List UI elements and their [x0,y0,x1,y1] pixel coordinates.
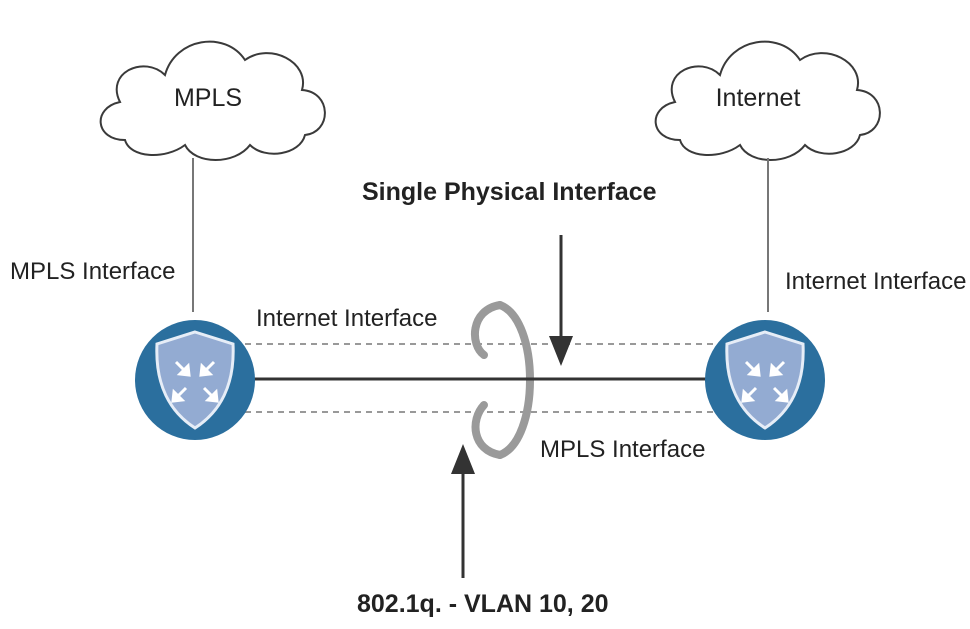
dot1q-vlan-label: 802.1q. - VLAN 10, 20 [357,590,609,618]
router-arrows-icon [171,360,219,403]
trunk-ring-front [470,301,504,459]
internet-cloud-icon [654,40,881,161]
mpls-cloud-label: MPLS [173,84,243,112]
shield-icon [725,330,805,430]
internet-logical-link-label: Internet Interface [256,305,438,332]
router-arrows-icon [741,360,789,403]
single-physical-arrowhead [549,336,573,366]
mpls-cloud-icon [99,40,326,161]
internet-uplink-label: Internet Interface [785,268,967,295]
internet-cloud-label: Internet [715,84,801,112]
dot1q-arrowhead [451,444,475,474]
mpls-logical-link-label: MPLS Interface [540,436,706,463]
single-physical-interface-label: Single Physical Interface [362,178,657,206]
mpls-uplink-label: MPLS Interface [10,258,176,285]
shield-icon [155,330,235,430]
right-router [705,320,825,440]
left-router [135,320,255,440]
